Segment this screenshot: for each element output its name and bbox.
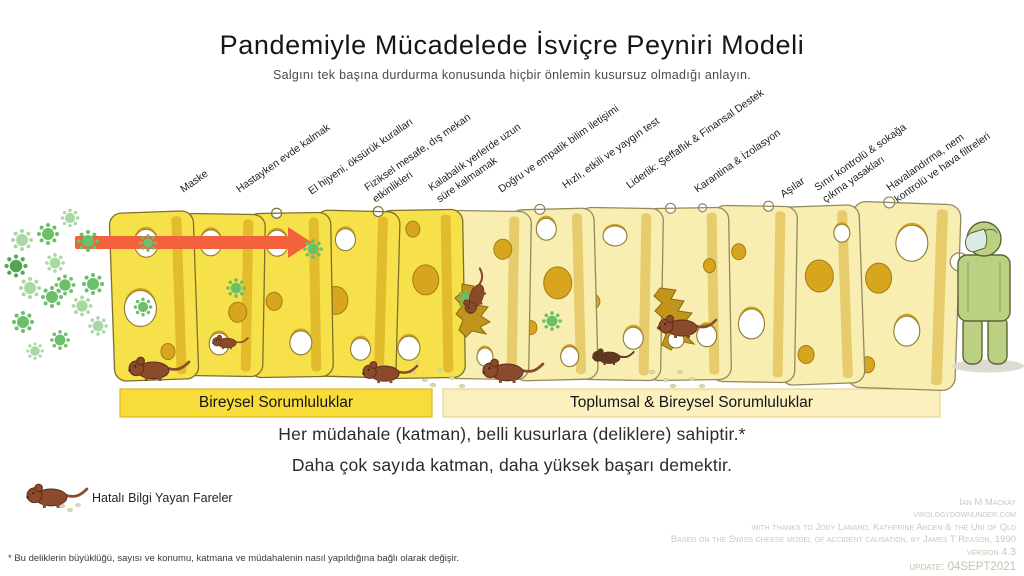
credit-thanks: with thanks to Jody Lanard, Katherine Ar… [751,521,1016,533]
cheese-holes [664,202,718,348]
person-figure [952,221,1024,373]
cheese-holes [397,220,440,361]
credit-update: update: 04SEPT2021 [909,561,1016,574]
credit-version: version 4.3 [966,546,1016,559]
cheese-slice-8 [576,206,664,382]
cheese-slice-10 [710,200,798,384]
banner-individual-box [119,388,433,418]
conclusion-line-2: Daha çok sayıda katman, daha yüksek başa… [291,455,733,475]
credit-author: Ian M Mackay [959,497,1016,508]
face-mask-icon [965,228,988,253]
cheese-slice-7 [509,203,599,382]
credit-site: virologydownunder.com [913,509,1016,521]
cheese-holes [860,196,969,374]
credit-source: Based on the Swiss cheese model of accid… [670,534,1016,546]
cheese-slice-11 [774,204,866,386]
page-title: Pandemiyle Mücadelede İsviçre Peyniri Mo… [219,30,805,60]
banner-individual-label: Bireysel Sorumluluklar [198,394,354,411]
banner-communal-box [442,388,941,418]
cheese-holes [524,203,580,368]
footnote: * Bu deliklerin büyüklüğü, sayısı ve kon… [8,553,459,564]
crumbs [58,360,706,512]
page-subtitle: Salgını tek başına durdurma konusunda hi… [272,68,752,82]
person-shadow [952,359,1024,373]
legend-mice-label: Hatalı Bilgi Yayan Fareler [92,491,233,505]
credits-block: Ian M Mackay virologydownunder.com with … [671,497,1016,575]
banner-communal-label: Toplumsal & Bireysel Sorumluluklar [570,394,813,411]
cheese-holes [731,200,775,340]
conclusion-line-1: Her müdahale (katman), belli kusurlara (… [278,424,746,444]
cheese-slice-5 [378,208,466,380]
cheese-holes [797,222,851,365]
virus-cloud [4,208,108,360]
infection-arrow [75,227,312,258]
cheese-slice-12 [846,196,969,392]
